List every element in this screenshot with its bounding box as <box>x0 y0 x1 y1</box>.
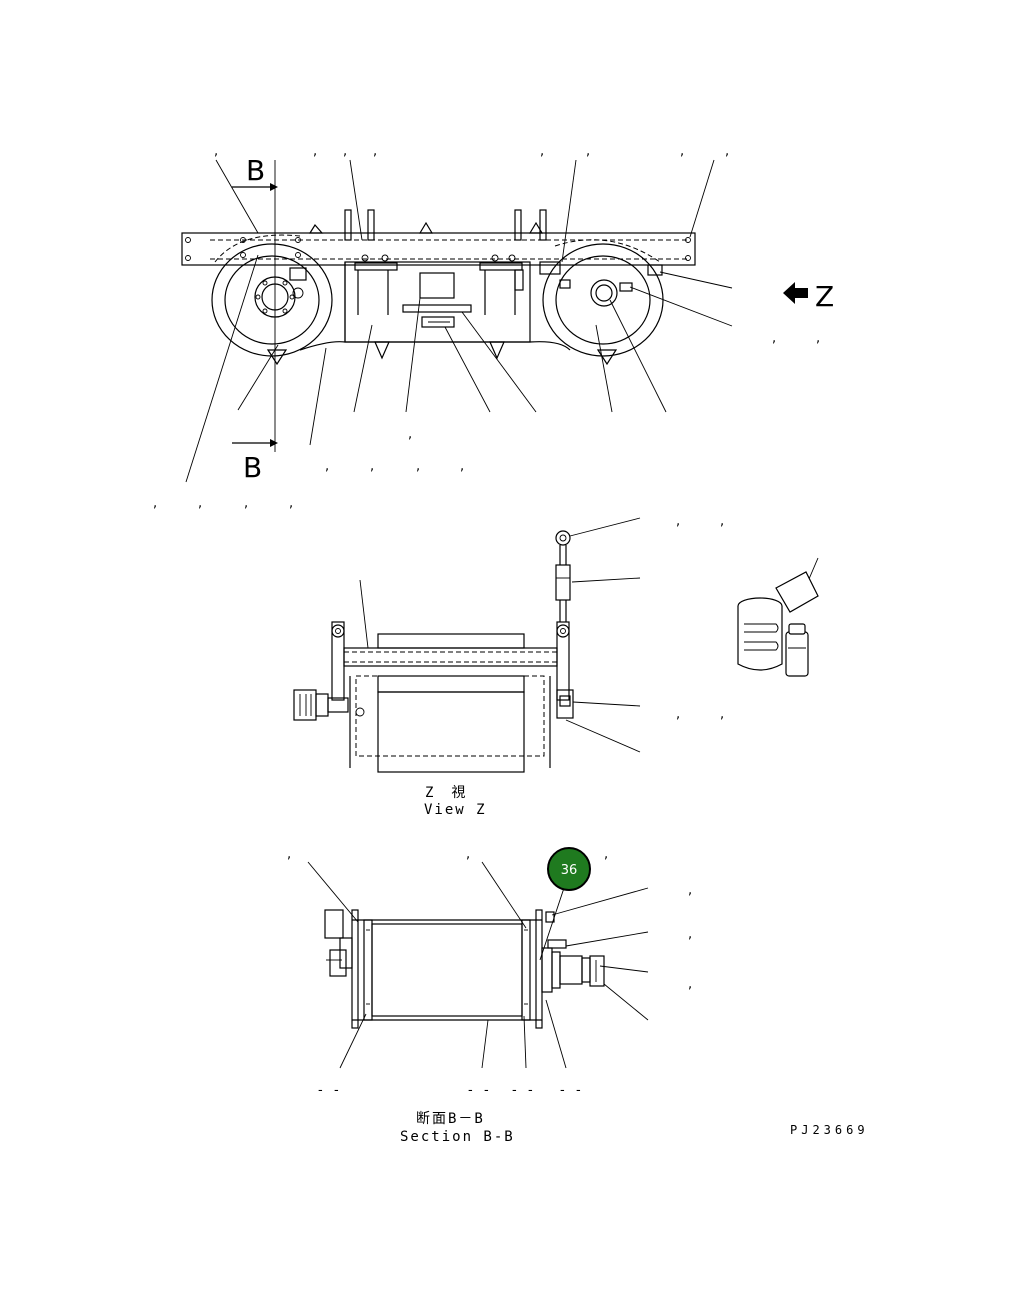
svg-text:-: - <box>484 1083 489 1098</box>
view-z: , , , , Z 視 View Z <box>293 514 724 818</box>
svg-text:-: - <box>318 1083 323 1098</box>
svg-text:,: , <box>313 144 317 159</box>
svg-text:,: , <box>370 459 374 474</box>
section-caption-jp: 断面B－B <box>416 1111 485 1127</box>
svg-text:,: , <box>688 927 692 942</box>
view-arrow-label: Z <box>815 280 834 313</box>
svg-text:,: , <box>688 883 692 898</box>
leader-lines-top <box>185 159 733 483</box>
svg-text:,: , <box>198 496 202 511</box>
callout-badge: 36 <box>547 847 591 891</box>
svg-text:-: - <box>560 1083 565 1098</box>
svg-text:,: , <box>460 459 464 474</box>
svg-text:,: , <box>540 144 544 159</box>
view-z-caption-en: View Z <box>424 802 487 818</box>
svg-text:,: , <box>816 331 820 346</box>
section-marker-bottom: B <box>243 451 262 484</box>
svg-text:,: , <box>676 707 680 722</box>
svg-text:,: , <box>408 427 412 442</box>
svg-text:-: - <box>576 1083 581 1098</box>
svg-text:,: , <box>680 144 684 159</box>
svg-text:,: , <box>720 707 724 722</box>
section-marker-top: B <box>246 154 265 187</box>
reference-ticks-top: , , , , , , , , , , , , , , , , , , , <box>153 144 820 511</box>
section-caption-en: Section B-B <box>400 1129 515 1145</box>
filled-left-arrow-icon <box>783 282 808 304</box>
svg-text:,: , <box>373 144 377 159</box>
svg-text:,: , <box>287 847 291 862</box>
svg-text:,: , <box>772 331 776 346</box>
side-elevation-view: B B Z , , , , , <box>153 144 834 511</box>
drawing-code: PJ23669 <box>790 1123 869 1137</box>
callout-number: 36 <box>561 863 578 878</box>
svg-text:-: - <box>468 1083 473 1098</box>
svg-text:-: - <box>334 1083 339 1098</box>
section-b-b-view: 36 , , , , , , - - - - - - - - 断面B－B Sec… <box>287 847 692 1145</box>
svg-text:,: , <box>153 496 157 511</box>
svg-text:,: , <box>688 977 692 992</box>
svg-text:,: , <box>466 847 470 862</box>
svg-text:,: , <box>325 459 329 474</box>
svg-text:,: , <box>289 496 293 511</box>
svg-text:,: , <box>244 496 248 511</box>
svg-text:,: , <box>676 514 680 529</box>
svg-text:-: - <box>528 1083 533 1098</box>
grease-can-and-bottle-icon <box>737 557 819 677</box>
svg-text:,: , <box>214 144 218 159</box>
svg-text:,: , <box>720 514 724 529</box>
view-z-caption-jp: Z 視 <box>425 785 467 801</box>
svg-text:-: - <box>512 1083 517 1098</box>
svg-text:,: , <box>604 847 608 862</box>
svg-text:,: , <box>725 144 729 159</box>
svg-text:,: , <box>343 144 347 159</box>
svg-text:,: , <box>586 144 590 159</box>
svg-text:,: , <box>416 459 420 474</box>
